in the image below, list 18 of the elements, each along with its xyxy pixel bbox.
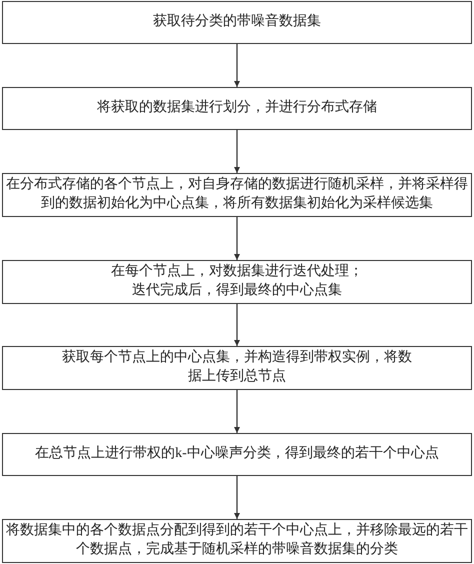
process-box [2,433,472,476]
arrow [234,390,240,433]
process-box [2,260,472,304]
arrow [234,476,240,519]
step-text: 在总节点上进行带权的k-中心噪声分类，得到最终的若干个中心点 [35,445,439,464]
step-text: 在每个节点上，对数据集进行迭代处理；迭代完成后，得到最终的中心点集 [110,263,364,300]
step-text: 获取每个节点上的中心点集，并构造得到带权实例，将数据上传到总节点 [62,349,412,386]
process-box [2,346,472,390]
process-box [2,87,472,130]
step-text: 将获取的数据集进行划分，并进行分布式存储 [97,99,377,118]
arrow [234,217,240,260]
step-text: 将数据集中的各个数据点分配到得到的若干个中心点上，并移除最远的若干个数据点，完成基于随机采样的带噪音数据集的分类 [5,522,469,559]
arrow [234,130,240,173]
arrow [234,304,240,346]
process-box [2,1,472,44]
step-text: 获取待分类的带噪音数据集 [153,13,321,32]
step-text: 在分布式存储的各个节点上，对自身存储的数据进行随机采样，并将采样得到的数据初始化为中心点集，将所有数据集初始化为采样候选集 [5,176,469,213]
arrow [234,44,240,87]
